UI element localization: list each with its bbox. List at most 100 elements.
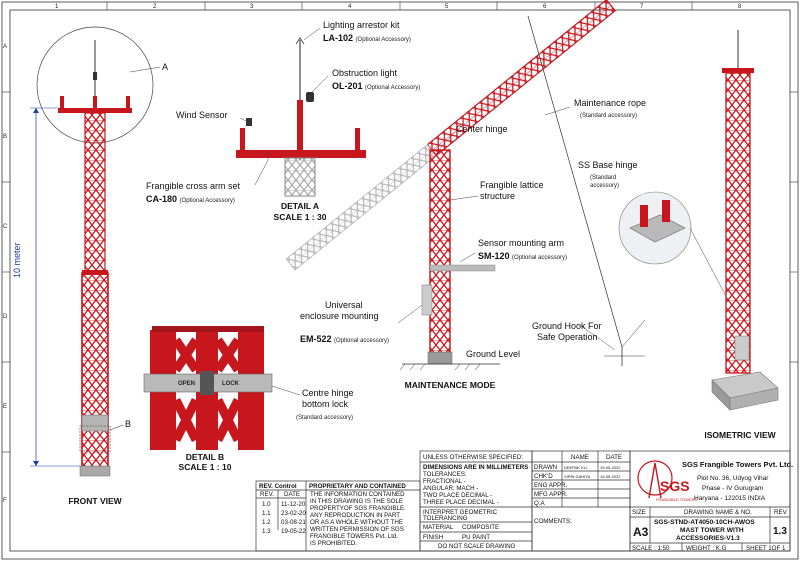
row-b: B [3,134,8,140]
obstruction-light-code: OL-201 [332,81,363,91]
size-value: A3 [633,525,649,539]
logo-subtext: FRANGIBLE TOWERS [656,497,698,502]
detail-b-box [79,425,111,453]
sensor-arm-note: (Optional accessory) [512,255,568,261]
isometric-drawing [618,30,779,411]
size-label: SIZE [632,509,646,516]
tolerance-two-place: TWO PLACE DECIMAL - [423,492,493,499]
detail-b-title: DETAIL B [185,452,225,462]
approval-role: CHK'D [534,473,553,480]
rev-control-title: REV. Control [259,483,297,490]
proprietary-line: WRITTEN PERMISSION OF SGS [310,526,404,533]
approval-role: Q.A [534,500,545,507]
col-4: 4 [348,4,352,10]
proprietary-line: THE INFORMATION CONTAINED [310,491,405,498]
enclosure-label-2: enclosure mounting [300,311,379,321]
crossarm-label: Frangible cross arm set [146,181,241,191]
callout-a: A [162,62,169,72]
front-view-title: FRONT VIEW [68,496,122,506]
sgs-logo [637,460,673,499]
rev-date-header: DATE [284,491,301,498]
approval-date-header: DATE [606,454,623,461]
rev-row-2: 1.1 [262,510,271,517]
base-hinge-label: SS Base hinge [578,160,638,170]
wind-sensor-label: Wind Sensor [176,110,228,120]
drawing-weight: WEIGHT : K.G [686,545,727,552]
tolerance-fractional: FRACTIONAL - [423,478,466,485]
drawing-sheet: SHEET 1OF 1 [746,545,786,552]
drawing-name-3: ACCESSORIES-V1.3 [676,535,740,542]
drawing-name-1: SGS-STND-AT4050-10CH-AWOS [654,519,755,526]
approval-date: 19-05-2022 [600,474,621,479]
lighting-arrestor-note: (Optional Accessory) [355,37,411,43]
company-addr-2: Phase - IV Gurugram [702,485,764,492]
enclosure-code: EM-522 [300,334,332,344]
col-5: 5 [445,4,449,10]
rev-col-header: REV. [260,491,274,498]
obstruction-light-label: Obstruction light [332,68,398,78]
col-6: 6 [543,4,547,10]
hinge-lock-note: (Standard accessory) [296,415,354,421]
proprietary-line: ANY REPRODUCTION IN PART [310,512,401,519]
tolerances: TOLERANCES: [423,471,467,478]
lattice-label-1: Frangible lattice [480,180,544,190]
row-d: D [3,314,8,320]
rev-row-1-date: 11-12-20 [281,501,306,508]
maintenance-mode-drawing [285,0,646,371]
lighting-arrestor-label: Lighting arrestor kit [323,20,400,30]
drawing-scale: SCALE : 1:50 [632,545,670,552]
material-label: MATERIAL [423,524,454,531]
center-hinge-label: Center hinge [456,124,508,134]
proprietary-line: IS PROHIBITED. [310,540,358,547]
rev-row-1: 1.0 [262,501,271,508]
obstruction-light-note: (Optional Accessory) [365,85,421,91]
proprietary-line: PROPERTYOF SGS FRANGIBLE. [310,505,406,512]
drawing-name-2: MAST TOWER WITH [680,527,744,534]
col-3: 3 [250,4,254,10]
proprietary-line: FRANGIBLE TOWERS Pvt. Ltd. [310,533,399,540]
col-1: 1 [55,4,59,10]
tolerance-angular: ANGULAR: MACH - [423,485,479,492]
logo-text: SGS [660,478,690,494]
sensor-arm-label: Sensor mounting arm [478,238,565,248]
unless-specified: UNLESS OTHERWISE SPECIFIED: [423,454,523,461]
rope-label: Maintenance rope [574,98,647,108]
row-a: A [3,44,8,50]
row-c: C [3,224,8,230]
interpret-geometric: INTERPRET GEOMETRIC [423,509,498,516]
rev-value: 1.3 [773,526,787,537]
rev-row-3-date: 03-08-21 [281,519,306,526]
front-base [79,465,111,477]
hinge-lock-label-1: Centre hinge [302,388,354,398]
approval-name-header: NAME [571,454,589,461]
col-7: 7 [640,4,644,10]
approval-role: MFG APPR. [534,491,568,498]
detail-a-drawing [236,27,366,197]
dimensions-note: DIMENSIONS ARE IN MILLIMETERS [423,464,529,471]
detail-b-drawing [143,326,301,450]
rev-row-4: 1.3 [262,528,271,535]
approval-role: ENG APPR. [534,482,568,489]
lattice-label-2: structure [480,191,516,201]
sensor-arm-code: SM-120 [478,251,510,261]
approval-name: DEEPAK KU. [564,465,588,470]
rev-label: REV [774,509,787,516]
detail-b-scale: SCALE 1 : 10 [178,462,232,472]
material-value: COMPOSITE [462,524,500,531]
crossarm-note: (Optional Accessory) [179,198,235,204]
front-view-tower [30,26,161,477]
comments-label: COMMENTS: [534,518,572,525]
company-addr-1: Plot No. 36, Udyog Vihar [697,475,769,482]
do-not-scale: DO NOT SCALE DRAWING [438,543,516,550]
lock-lock-text: LOCK [222,381,239,387]
callout-b: B [125,419,132,429]
enclosure-label-1: Universal [325,300,363,310]
ground-hook-label-2: Safe Operation [537,332,598,342]
grid-ticks [2,2,798,453]
approval-date: 19-05-2022 [600,465,621,470]
tolerancing: TOLERANCING [423,515,468,522]
isometric-title: ISOMETRIC VIEW [704,430,776,440]
approval-name: VIPIN DAHIYA [564,474,591,479]
